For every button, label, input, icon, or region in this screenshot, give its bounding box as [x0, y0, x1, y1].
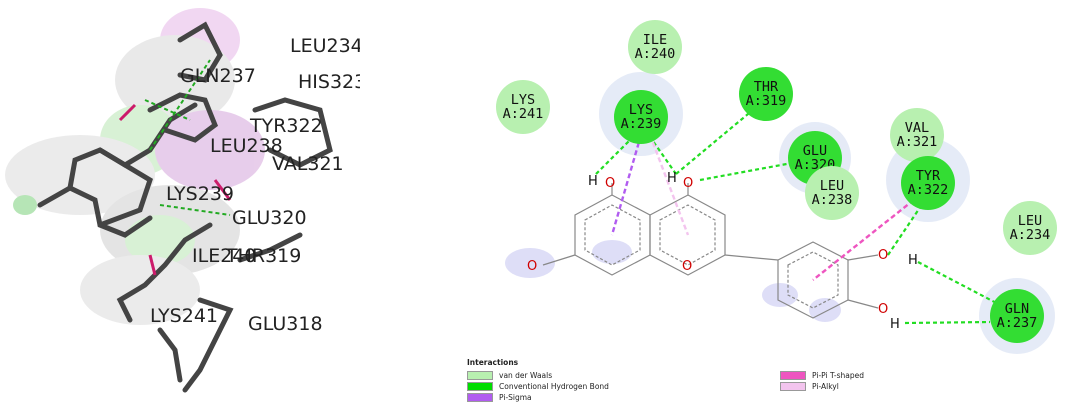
bond-accents [118, 103, 232, 276]
binding-pose-3d: LEU234 GLN237 HIS323 TYR322 LEU238 VAL32… [5, 8, 360, 393]
protein-surface [5, 8, 265, 325]
oxygen-label: O [605, 176, 615, 191]
residue-leu238[interactable]: LEU A:238 [805, 166, 859, 220]
legend-title: Interactions [467, 358, 519, 367]
label-val321: VAL321 [272, 153, 344, 175]
svg-text:TYR: TYR [916, 168, 941, 184]
svg-text:A:240: A:240 [635, 46, 676, 62]
residue-lys239[interactable]: LYS A:239 [614, 90, 668, 144]
svg-text:LYS: LYS [629, 102, 653, 118]
svg-text:GLU: GLU [803, 143, 827, 159]
hydrogen-label: H [890, 317, 900, 332]
label-lys241: LYS241 [150, 305, 218, 327]
label-ile240: ILE240 [192, 245, 256, 267]
svg-text:THR: THR [754, 79, 779, 95]
residue-gln237[interactable]: GLN A:237 [990, 289, 1044, 343]
hydrogen-label: H [908, 253, 918, 268]
pi-sigma-line [610, 134, 643, 236]
legend-item-pi-pi-t: Pi-Pi T-shaped [780, 371, 864, 380]
label-lys239: LYS239 [166, 183, 234, 205]
svg-text:A:237: A:237 [997, 315, 1038, 331]
pi-pi-t-line [812, 194, 921, 281]
hbond-lines [595, 103, 1005, 325]
oxygen-label: O [683, 176, 693, 191]
svg-text:ILE: ILE [643, 32, 667, 48]
label-glu320: GLU320 [232, 207, 307, 229]
residue-lys241[interactable]: LYS A:241 [496, 80, 550, 134]
legend-item-hbond: Conventional Hydrogen Bond [467, 382, 609, 391]
svg-text:A:319: A:319 [746, 93, 787, 109]
residue-thr319[interactable]: THR A:319 [739, 67, 793, 121]
label-leu234: LEU234 [290, 35, 360, 57]
legend-swatch [780, 371, 806, 380]
label-leu238: LEU238 [210, 135, 283, 157]
label-glu318: GLU318 [248, 313, 323, 335]
legend-item-pi-alkyl: Pi-Alkyl [780, 382, 839, 391]
legend-swatch [467, 393, 493, 402]
interaction-diagram-2d: H O H O O O O H O H ILE A:240 LYS A:241 … [496, 20, 1057, 354]
oxygen-label: O [878, 248, 888, 263]
oxygen-label: O [682, 259, 692, 274]
label-gln237: GLN237 [180, 65, 256, 87]
hydrogen-label: H [588, 174, 598, 189]
hbond-dashes [144, 59, 231, 216]
residue-ile240[interactable]: ILE A:240 [628, 20, 682, 74]
legend-item-vdw: van der Waals [467, 371, 552, 380]
residue-leu234[interactable]: LEU A:234 [1003, 201, 1057, 255]
svg-text:A:321: A:321 [897, 134, 938, 150]
label-thr319: THR319 [225, 245, 301, 267]
ligand-structure [542, 183, 879, 319]
svg-text:A:241: A:241 [503, 106, 544, 122]
residue-tyr322[interactable]: TYR A:322 [901, 156, 955, 210]
legend-swatch [467, 371, 493, 380]
oxygen-label: O [878, 302, 888, 317]
svg-text:LEU: LEU [1018, 213, 1042, 229]
legend-swatch [467, 382, 493, 391]
svg-text:A:238: A:238 [812, 192, 853, 208]
svg-text:GLN: GLN [1005, 301, 1029, 317]
label-tyr322: TYR322 [249, 115, 323, 137]
atom-blur [505, 240, 841, 322]
svg-text:LEU: LEU [820, 178, 844, 194]
legend-item-pi-sigma: Pi-Sigma [467, 393, 532, 402]
svg-text:VAL: VAL [905, 120, 929, 136]
label-his323: HIS323 [298, 71, 360, 93]
svg-text:A:239: A:239 [621, 116, 662, 132]
svg-text:A:322: A:322 [908, 182, 949, 198]
oxygen-label: O [527, 259, 537, 274]
residue-val321[interactable]: VAL A:321 [890, 108, 944, 162]
legend-swatch [780, 382, 806, 391]
svg-text:A:234: A:234 [1010, 227, 1051, 243]
ligand-sticks [37, 21, 333, 393]
svg-text:LYS: LYS [511, 92, 535, 108]
hydrogen-label: H [667, 171, 677, 186]
pi-alkyl-line [648, 134, 690, 236]
